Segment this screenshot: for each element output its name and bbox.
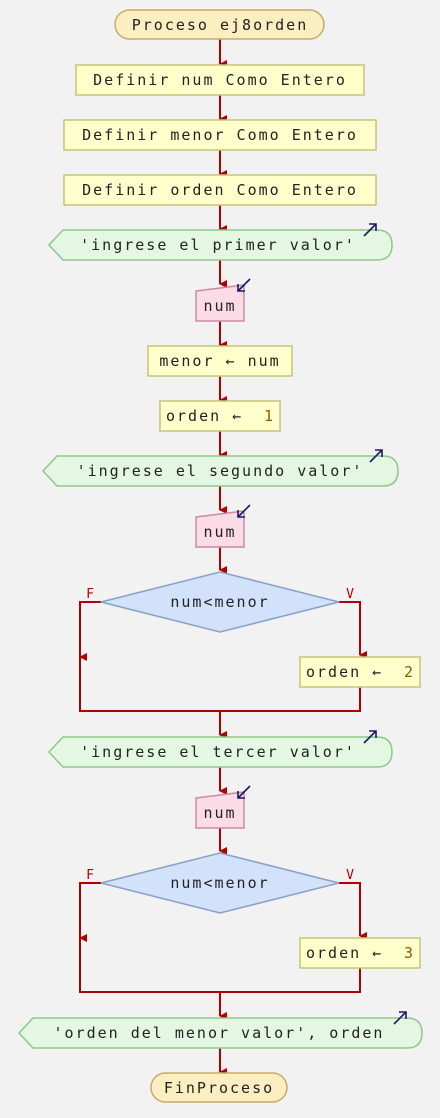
assign-orden-2-value: 2 <box>404 663 415 681</box>
assign-orden-2-var: orden ← <box>306 663 383 681</box>
output-segundo-valor-label: 'ingrese el segundo valor' <box>77 462 364 480</box>
input-num-1: num <box>195 278 251 322</box>
define-num-process: Definir num Como Entero <box>75 64 365 96</box>
start-label: Proceso ej8orden <box>132 16 309 34</box>
decision-1: num<menor F V <box>86 571 354 633</box>
assign-menor-process: menor ← num <box>147 345 293 377</box>
output-arrow-icon <box>363 730 377 744</box>
output-segundo-valor: 'ingrese el segundo valor' <box>41 449 399 487</box>
define-orden-process: Definir orden Como Entero <box>63 174 377 206</box>
input-num-2-label: num <box>203 523 236 541</box>
end-label: FinProceso <box>164 1079 274 1097</box>
output-arrow-icon <box>393 1011 407 1025</box>
start-terminal: Proceso ej8orden <box>114 9 325 40</box>
output-arrow-icon <box>369 449 383 463</box>
input-num-2: num <box>195 504 251 548</box>
assign-orden-1-var: orden ← <box>166 407 243 425</box>
output-arrow-icon <box>363 223 377 237</box>
define-orden-label: Definir orden Como Entero <box>82 181 358 199</box>
define-menor-process: Definir menor Como Entero <box>63 119 377 151</box>
input-num-1-label: num <box>203 297 236 315</box>
assign-orden-2-process: orden ← 2 <box>299 656 421 688</box>
input-arrow-icon <box>237 278 251 292</box>
output-primer-valor-label: 'ingrese el primer valor' <box>80 236 356 254</box>
input-arrow-icon <box>237 785 251 799</box>
assign-orden-1-value: 1 <box>264 407 275 425</box>
end-terminal: FinProceso <box>150 1072 288 1103</box>
output-orden-menor-label: 'orden del menor valor', orden <box>54 1024 385 1042</box>
decision-2-true-label: V <box>346 868 354 883</box>
assign-orden-1-process: orden ← 1 <box>159 400 281 432</box>
assign-menor-label: menor ← num <box>159 352 280 370</box>
decision-1-true-label: V <box>346 587 354 602</box>
define-menor-label: Definir menor Como Entero <box>82 126 358 144</box>
decision-2-false-label: F <box>86 868 94 883</box>
decision-1-label: num<menor <box>170 593 269 611</box>
flow-connectors <box>79 39 367 1076</box>
assign-orden-3-value: 3 <box>404 944 415 962</box>
input-num-3-label: num <box>203 804 236 822</box>
assign-orden-3-var: orden ← <box>306 944 383 962</box>
output-orden-menor: 'orden del menor valor', orden <box>17 1011 423 1049</box>
assign-orden-3-process: orden ← 3 <box>299 937 421 969</box>
input-arrow-icon <box>237 504 251 518</box>
input-num-3: num <box>195 785 251 829</box>
decision-1-false-label: F <box>86 587 94 602</box>
output-tercer-valor: 'ingrese el tercer valor' <box>47 730 393 768</box>
decision-2: num<menor F V <box>86 852 354 914</box>
define-num-label: Definir num Como Entero <box>93 71 347 89</box>
output-tercer-valor-label: 'ingrese el tercer valor' <box>80 743 356 761</box>
decision-2-label: num<menor <box>170 874 269 892</box>
output-primer-valor: 'ingrese el primer valor' <box>47 223 393 261</box>
